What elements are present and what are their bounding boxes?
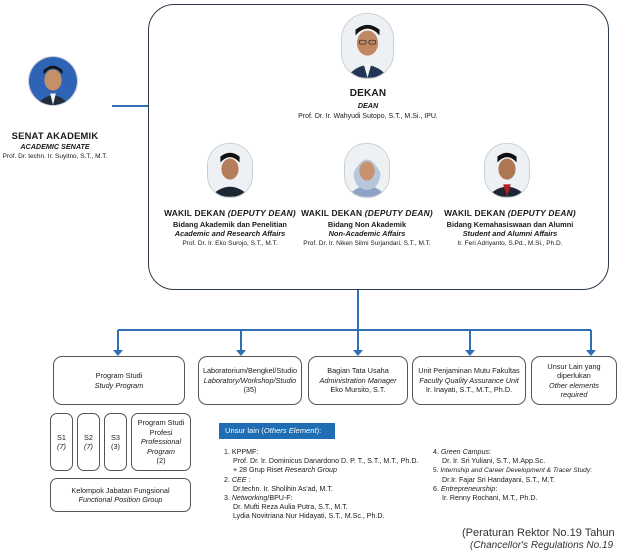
functional-position-group: Kelompok Jabatan Fungsional Functional P… [50, 478, 191, 512]
program-s1: S1 (7) [50, 413, 73, 471]
others-item-networking: 3. Networking/BPU-F: [224, 494, 293, 503]
unit-study-program-label: Program Studi [95, 371, 143, 380]
unit-laboratory: Laboratorium/Bengkel/Studio Laboratory/W… [198, 356, 302, 405]
others-item-networking-person-2: Lydia Novitriana Nur Hidayati, S.T., M.S… [233, 512, 385, 521]
regulation-text-en: (Chancellor's Regulations No.19 [470, 541, 614, 551]
senate-photo [28, 56, 78, 106]
vice-dean-3-photo [484, 143, 530, 198]
unit-administration: Bagian Tata Usaha Administration Manager… [308, 356, 408, 405]
others-item-cee-person: Dr.techn. Ir. Sholihin As'ad, M.T. [233, 484, 333, 493]
vice-dean-1-photo [207, 143, 253, 198]
others-item-entrepreneurship-person: Ir. Renny Rochani, M.T., Ph.D. [442, 494, 538, 503]
vice-dean-2-photo [344, 143, 390, 198]
unit-quality-assurance: Unit Penjaminan Mutu Fakultas Faculty Qu… [412, 356, 526, 405]
vice-dean-2-field-en: Non-Academic Affairs [328, 229, 406, 238]
others-item-research-group: + 28 Grup Riset Research Group [233, 466, 337, 475]
senate-person: Prof. Dr. techn. Ir. Suyitno, S.T., M.T. [2, 153, 108, 160]
program-s3-name: S3 [111, 432, 120, 442]
functional-label-en: Functional Position Group [78, 495, 163, 504]
senate-title: SENAT AKADEMIK [11, 130, 99, 141]
dean-title: DEKAN [349, 88, 387, 99]
others-item-internship-person: Dr.Ir. Fajar Sri Handayani, S.T., M.T. [442, 475, 556, 484]
others-item-kppmf-person: Prof. Dr. Ir. Dominicus Danardono D. P. … [233, 457, 419, 466]
dean-photo [341, 13, 394, 79]
vice-dean-2-title: WAKIL DEKAN (DEPUTY DEAN) [301, 208, 433, 218]
unit-administration-person: Eko Mursito, S.T. [330, 385, 386, 395]
vice-dean-1-person: Prof. Dr. Ir. Eko Surojo, S.T., M.T. [182, 240, 278, 247]
program-s1-count: (7) [57, 442, 66, 451]
others-item-networking-person-1: Dr. Mufti Reza Aulia Putra, S.T., M.T. [233, 503, 348, 512]
vice-dean-1-title: WAKIL DEKAN (DEPUTY DEAN) [164, 208, 296, 218]
others-item-green-campus: 4. Green Campus: [433, 448, 491, 456]
vice-dean-1-field-en: Academic and Research Affairs [174, 229, 286, 238]
program-s2-count: (7) [84, 442, 93, 451]
others-item-cee: 2. CEE : [224, 475, 251, 484]
unit-laboratory-count: (35) [243, 385, 257, 395]
unit-quality-assurance-label: Unit Penjaminan Mutu Fakultas [418, 366, 520, 376]
profesi-label-en-2: Program [147, 446, 175, 456]
unit-other-elements-label-en: Other elements required [549, 380, 599, 400]
profesi-count: (2) [156, 456, 166, 466]
vice-dean-1-field: Bidang Akademik dan Penelitian [173, 220, 287, 229]
vice-dean-3-title: WAKIL DEKAN (DEPUTY DEAN) [444, 208, 576, 218]
others-list-left: 1. KPPMF: Prof. Dr. Ir. Dominicus Danard… [224, 448, 434, 522]
others-element-header: Unsur lain (Others Element): [219, 423, 335, 439]
unit-study-program: Program Studi Study Program [53, 356, 185, 405]
vice-dean-2-person: Prof. Dr. Ir. Niken Silmi Surjandari, S.… [303, 240, 431, 247]
unit-other-elements: Unsur Lain yang diperlukan Other element… [531, 356, 617, 405]
unit-other-elements-label: Unsur Lain yang diperlukan [547, 361, 601, 381]
others-item-green-campus-person: Dr. Ir. Sri Yuliani, S.T., M.App.Sc. [442, 457, 546, 466]
others-header-en: Others Element [263, 426, 317, 435]
program-s2: S2 (7) [77, 413, 100, 471]
vice-dean-3-field: Bidang Kemahasiswaan dan Alumni [446, 220, 574, 229]
vice-dean-3-person: Ir. Feri Adriyanto, S.Pd., M.Si., Ph.D. [457, 240, 563, 247]
profesi-label-en: Professional [140, 437, 182, 447]
senate-subtitle: ACADEMIC SENATE [20, 142, 90, 151]
regulation-text: (Peraturan Rektor No.19 Tahun [462, 527, 615, 539]
others-item-internship: 5. Internship and Career Development & T… [433, 467, 592, 475]
program-s1-name: S1 [57, 432, 66, 442]
program-s3: S3 (3) [104, 413, 127, 471]
program-s3-count: (3) [111, 442, 120, 451]
unit-laboratory-label: Laboratorium/Bengkel/Studio [202, 366, 298, 376]
others-item-kppmf: 1. KPPMF: [224, 448, 259, 456]
unit-administration-label: Bagian Tata Usaha [327, 366, 389, 376]
others-list-right: 4. Green Campus: Dr. Ir. Sri Yuliani, S.… [433, 448, 619, 503]
others-item-entrepreneurship: 6. Entrepreneurship: [433, 484, 498, 493]
vice-dean-2-field: Bidang Non Akademik [327, 220, 407, 229]
unit-quality-assurance-person: Ir. Inayati, S.T., M.T., Ph.D. [425, 385, 513, 395]
unit-study-program-label-en: Study Program [94, 380, 144, 390]
unit-quality-assurance-label-en: Faculty Quality Assurance Unit [419, 375, 519, 385]
unit-laboratory-label-en: Laboratory/Workshop/Studio [203, 375, 297, 385]
unit-administration-label-en: Administration Manager [319, 375, 397, 385]
profesi-label-2: Profesi [149, 427, 173, 437]
profesi-label: Program Studi [137, 418, 185, 428]
dean-person: Prof. Dr. Ir. Wahyudi Sutopo, S.T., M.Si… [298, 113, 438, 120]
dean-subtitle: DEAN [357, 101, 379, 110]
program-profesi: Program Studi Profesi Professional Progr… [131, 413, 191, 471]
program-s2-name: S2 [84, 432, 93, 442]
others-header-suffix: ): [316, 426, 322, 435]
functional-label: Kelompok Jabatan Fungsional [71, 485, 170, 495]
others-header-text: Unsur lain ( [225, 426, 264, 435]
vice-dean-3-field-en: Student and Alumni Affairs [462, 229, 558, 238]
